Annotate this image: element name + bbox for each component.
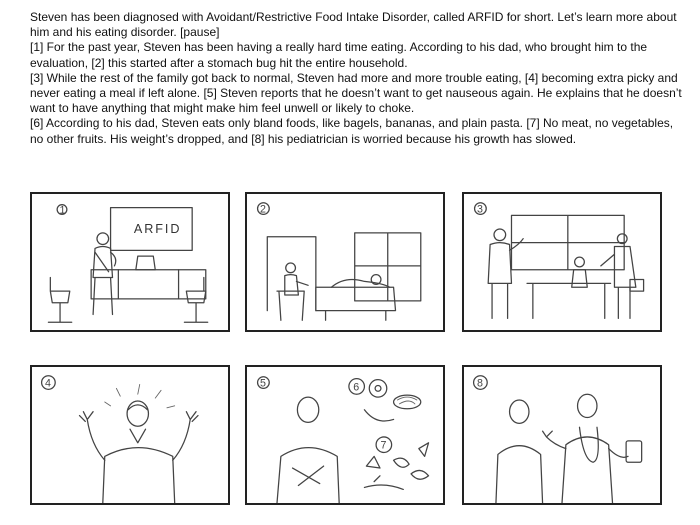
script-intro: Steven has been diagnosed with Avoidant/… (30, 10, 677, 40)
script-paragraph-3: [6] According to his dad, Steven eats on… (30, 116, 674, 146)
narration-script: Steven has been diagnosed with Avoidant/… (30, 10, 686, 147)
bland-foods-illustration: 5 6 7 (256, 376, 430, 503)
upset-dad-illustration: 4 (40, 375, 199, 503)
panel-number: 4 (45, 377, 51, 389)
panel-number: 1 (60, 204, 66, 216)
panel-number: 2 (260, 203, 266, 215)
storyboard-panel-4: 4 (30, 365, 230, 505)
panel-number: 5 (260, 377, 266, 389)
whiteboard-label: ARFID (134, 222, 182, 236)
family-doctor-illustration: 3 (473, 202, 645, 319)
panel-number: 8 (477, 377, 483, 389)
storyboard-panel-1: 1 ARFID (30, 192, 230, 332)
storyboard-panel-3: 3 (462, 192, 662, 332)
storyboard-panel-2: 2 (245, 192, 445, 332)
food-number-7: 7 (380, 440, 386, 452)
office-scene-illustration: 1 ARFID (47, 204, 209, 323)
script-paragraph-2: [3] While the rest of the family got bac… (30, 70, 682, 116)
storyboard-panel-5: 5 6 7 (245, 365, 445, 505)
sick-household-illustration: 2 (256, 202, 422, 321)
pediatrician-illustration: 8 (472, 375, 643, 503)
food-number-6: 6 (353, 381, 359, 393)
storyboard-panel-6: 8 (462, 365, 662, 505)
script-paragraph-1: [1] For the past year, Steven has been h… (30, 40, 648, 70)
panel-number: 3 (477, 203, 483, 215)
